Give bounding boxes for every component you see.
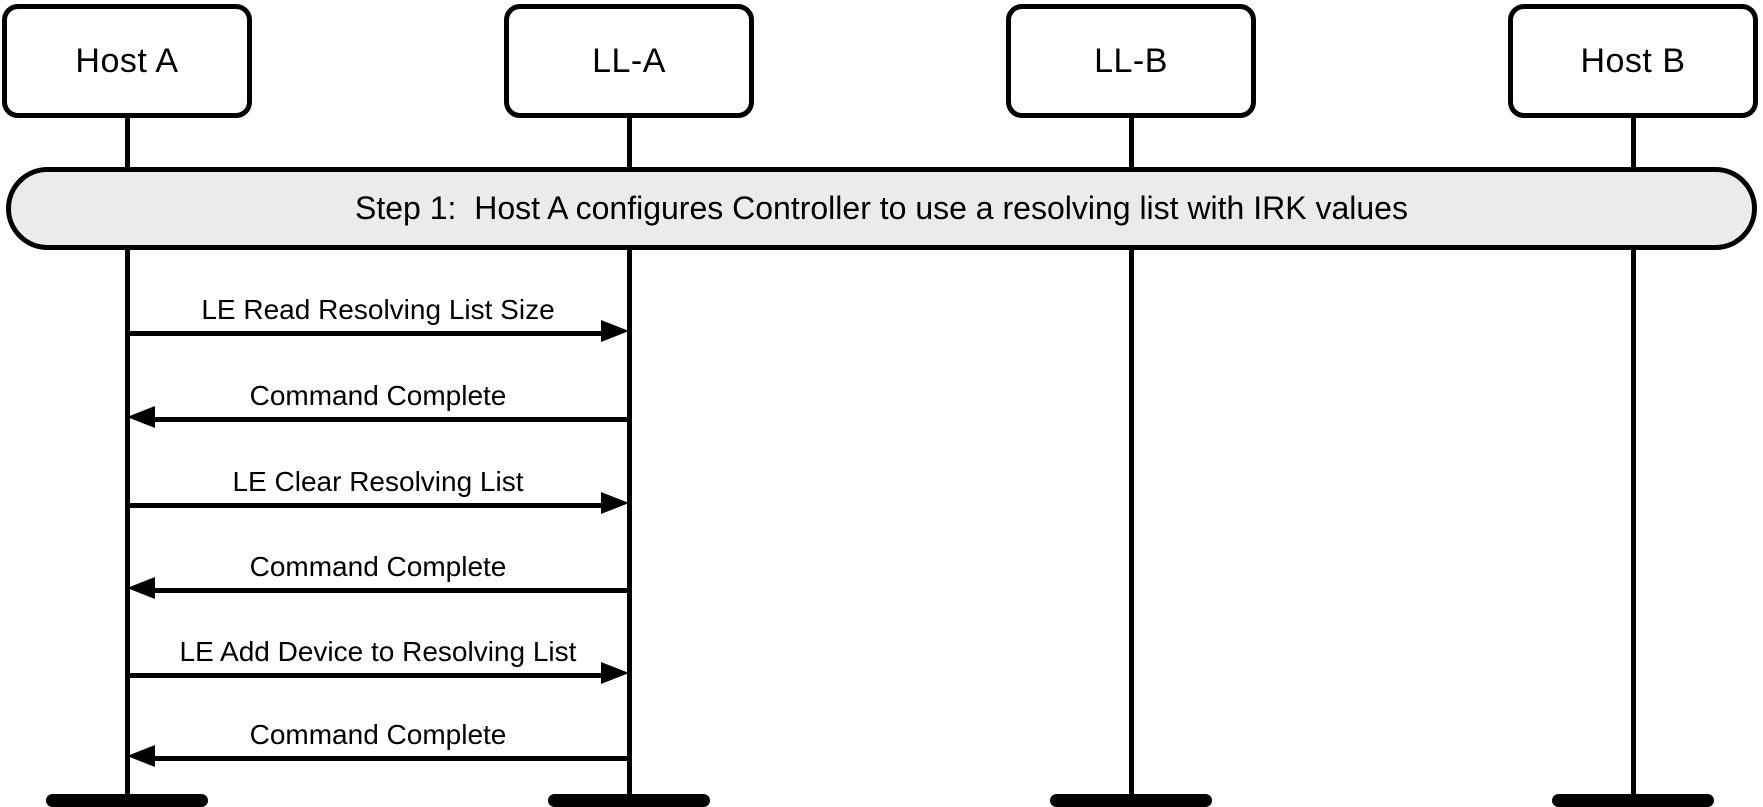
- message-label: LE Read Resolving List Size: [201, 294, 555, 325]
- arrowhead-icon: [601, 492, 629, 514]
- lifeline-host-a: [125, 112, 130, 802]
- message-label: Command Complete: [249, 380, 507, 411]
- message-line: [127, 673, 601, 678]
- arrowhead-icon: [601, 662, 629, 684]
- message-label: Command Complete: [249, 551, 507, 582]
- message-line: [127, 503, 601, 508]
- message-line: [127, 331, 601, 336]
- message-label: LE Clear Resolving List: [232, 466, 524, 497]
- actor-box-ll-a: LL-A: [504, 4, 754, 118]
- actor-box-ll-b: LL-B: [1006, 4, 1256, 118]
- lifeline-terminator-ll-b: [1050, 794, 1212, 807]
- actor-label: LL-A: [592, 41, 666, 80]
- actor-label: Host B: [1580, 41, 1686, 80]
- arrowhead-icon: [127, 745, 155, 767]
- lifeline-terminator-host-b: [1552, 794, 1714, 807]
- message-line: [155, 417, 629, 422]
- arrowhead-icon: [127, 406, 155, 428]
- lifeline-ll-b: [1129, 112, 1134, 802]
- actor-box-host-b: Host B: [1508, 4, 1758, 118]
- message-label: LE Add Device to Resolving List: [179, 636, 577, 667]
- lifeline-ll-a: [627, 112, 632, 802]
- arrowhead-icon: [601, 320, 629, 342]
- step-banner-label: Step 1: Host A configures Controller to …: [355, 190, 1408, 226]
- actor-label: Host A: [75, 41, 179, 80]
- message-line: [155, 756, 629, 761]
- lifeline-host-b: [1631, 112, 1636, 802]
- step-banner: Step 1: Host A configures Controller to …: [6, 167, 1757, 250]
- arrowhead-icon: [127, 577, 155, 599]
- lifeline-terminator-ll-a: [548, 794, 710, 807]
- message-line: [155, 588, 629, 593]
- actor-box-host-a: Host A: [2, 4, 252, 118]
- lifeline-terminator-host-a: [46, 794, 208, 807]
- actor-label: LL-B: [1094, 41, 1168, 80]
- message-label: Command Complete: [249, 719, 507, 750]
